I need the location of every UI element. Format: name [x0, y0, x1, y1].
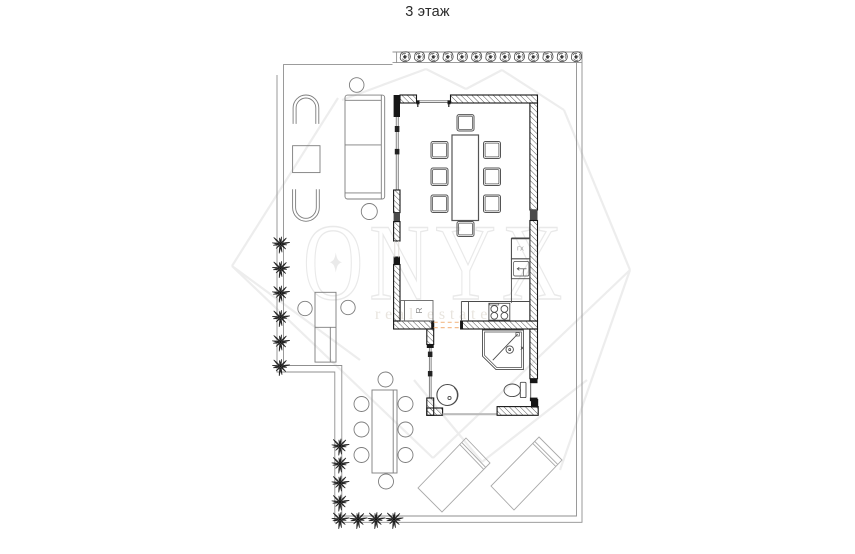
svg-text:R: R — [414, 307, 424, 313]
svg-text:real estate: real estate — [375, 306, 492, 323]
svg-text:ГХ: ГХ — [517, 247, 524, 253]
